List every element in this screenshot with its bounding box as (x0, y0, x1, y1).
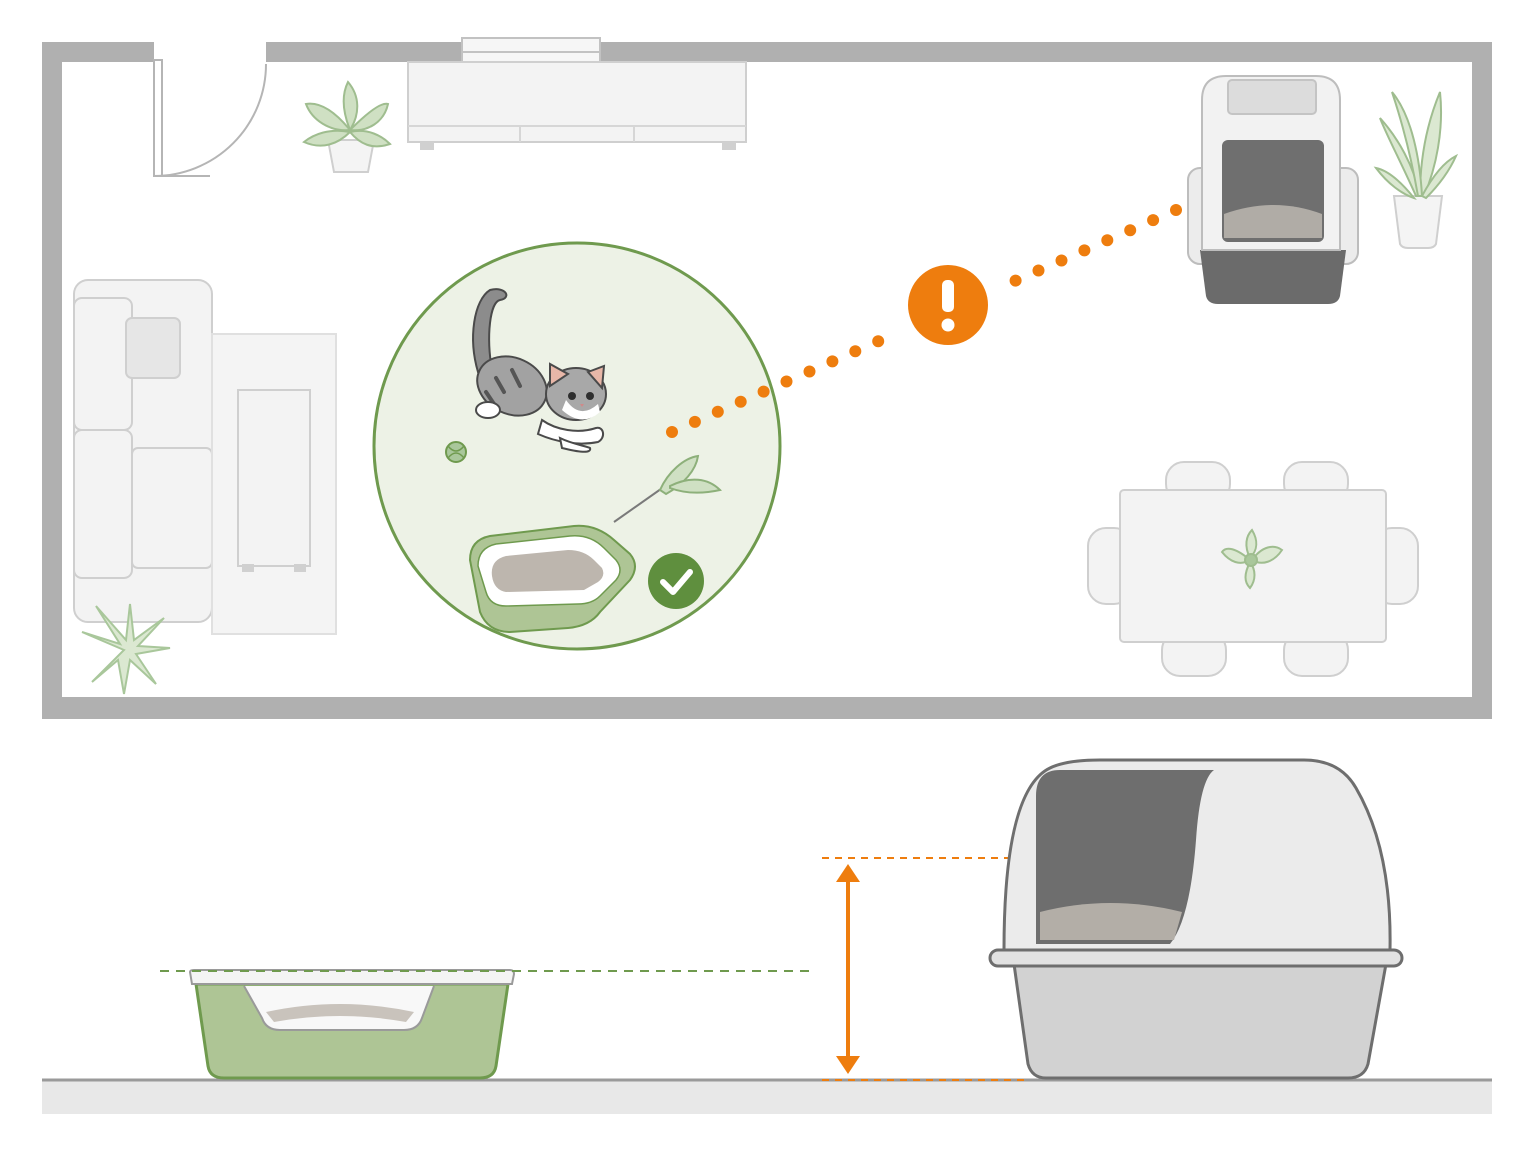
rug (211, 333, 337, 635)
coffee-table (237, 389, 311, 572)
door (153, 59, 267, 177)
path-dot (849, 345, 862, 358)
potted-plant-icon (302, 80, 392, 173)
sofa (73, 279, 213, 623)
hooded-litter-box-far (1187, 75, 1359, 304)
check-circle-icon (648, 553, 704, 609)
double-arrow-icon (836, 864, 860, 1074)
table-plant-icon (1220, 528, 1284, 590)
path-dot (1170, 204, 1182, 216)
path-dot (1032, 264, 1045, 277)
path-dot (1078, 244, 1091, 257)
potted-plant-icon (1373, 91, 1459, 249)
path-dot (780, 375, 793, 388)
path-dot (872, 335, 885, 348)
potted-plant-icon (81, 603, 171, 695)
path-dot (803, 365, 816, 378)
dining-table (1087, 461, 1419, 677)
exclamation-circle-icon (908, 265, 988, 345)
path-dot (1009, 274, 1022, 287)
kitten-icon (472, 288, 607, 453)
dotted-path-to-far-box (666, 204, 1182, 438)
tv-console (407, 61, 747, 150)
yarn-ball-icon (445, 441, 467, 463)
path-dot (826, 355, 839, 368)
open-litter-box-near (468, 524, 636, 634)
path-dot (1101, 234, 1114, 247)
entry-height-indicator (822, 857, 1024, 1081)
path-dot (711, 405, 724, 418)
floor-strip (42, 1080, 1492, 1114)
side-view (42, 758, 1492, 1114)
path-dot (1147, 214, 1160, 227)
floor-plan (42, 37, 1492, 719)
path-dot (688, 415, 701, 428)
path-dot (734, 395, 747, 408)
low-entry-litter-box (188, 969, 516, 1080)
high-entry-hooded-litter-box (988, 758, 1404, 1080)
path-dot (1124, 224, 1137, 237)
path-dot (1055, 254, 1068, 267)
feather-toy-icon (613, 454, 722, 523)
path-dot (666, 426, 678, 438)
path-dot (757, 385, 770, 398)
